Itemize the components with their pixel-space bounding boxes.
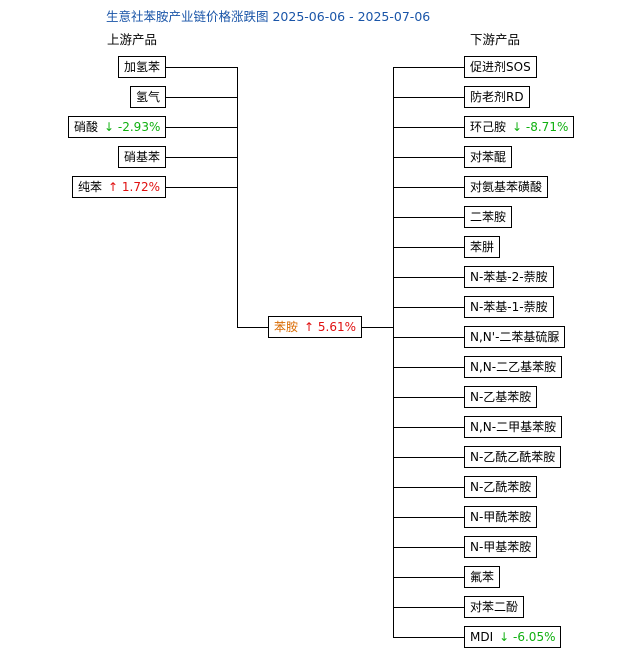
change-percent: -6.05% — [513, 630, 556, 644]
connector-line — [393, 307, 464, 308]
upstream-header: 上游产品 — [107, 32, 158, 47]
downstream-product-box[interactable]: 对苯醌 — [464, 146, 513, 168]
price-up-change: ↑ 1.72% — [108, 180, 160, 194]
connector-line — [393, 577, 464, 578]
arrow-down-icon: ↓ — [512, 120, 523, 134]
connector-line — [393, 67, 464, 68]
connector-line — [393, 457, 464, 458]
downstream-product-box[interactable]: N,N-二乙基苯胺 — [464, 356, 563, 378]
downstream-product-box[interactable]: N-乙酰乙酰苯胺 — [464, 446, 562, 468]
arrow-down-icon: ↓ — [104, 120, 115, 134]
connector-line — [393, 517, 464, 518]
connector-line — [393, 367, 464, 368]
downstream-product-box[interactable]: 促进剂SOS — [464, 56, 537, 78]
downstream-product-box[interactable]: 对氨基苯磺酸 — [464, 176, 549, 198]
arrow-up-icon: ↑ — [108, 180, 119, 194]
connector-line — [393, 337, 464, 338]
upstream-product-box[interactable]: 氢气 — [130, 86, 167, 108]
upstream-product-box[interactable]: 纯苯 ↑ 1.72% — [72, 176, 167, 198]
connector-line — [393, 277, 464, 278]
product-name: MDI — [470, 630, 494, 644]
downstream-product-box[interactable]: N-乙基苯胺 — [464, 386, 538, 408]
connector-line — [393, 247, 464, 248]
downstream-product-box[interactable]: N-甲基苯胺 — [464, 536, 538, 558]
product-name: 对苯二酚 — [470, 600, 519, 614]
upstream-product-box[interactable]: 加氢苯 — [118, 56, 167, 78]
connector-line — [237, 327, 268, 328]
connector-line — [166, 187, 237, 188]
product-name: 二苯胺 — [470, 210, 507, 224]
connector-line — [166, 67, 237, 68]
product-name: 促进剂SOS — [470, 60, 531, 74]
price-down-change: ↓ -8.71% — [512, 120, 568, 134]
connector-line — [393, 157, 464, 158]
product-name: 环己胺 — [470, 120, 507, 134]
connector-line — [393, 187, 464, 188]
connector-line — [362, 327, 393, 328]
downstream-product-box[interactable]: N-乙酰苯胺 — [464, 476, 538, 498]
downstream-product-box[interactable]: 环己胺 ↓ -8.71% — [464, 116, 575, 138]
change-percent: 5.61% — [317, 320, 357, 334]
connector-line — [393, 487, 464, 488]
change-percent: -8.71% — [525, 120, 569, 134]
connector-line — [393, 547, 464, 548]
upstream-product-box[interactable]: 硝酸 ↓ -2.93% — [68, 116, 167, 138]
downstream-header: 下游产品 — [470, 32, 521, 47]
change-percent: 1.72% — [121, 180, 161, 194]
arrow-down-icon: ↓ — [499, 630, 510, 644]
product-name: N-甲酰苯胺 — [470, 510, 532, 524]
product-name: N-乙酰苯胺 — [470, 480, 532, 494]
product-name: 防老剂RD — [470, 90, 524, 104]
downstream-product-box[interactable]: 苯肼 — [464, 236, 501, 258]
product-name: N-苯基-1-萘胺 — [470, 300, 548, 314]
connector-line — [166, 157, 237, 158]
connector-line — [393, 607, 464, 608]
product-name: 纯苯 — [78, 180, 103, 194]
downstream-product-box[interactable]: N-苯基-2-萘胺 — [464, 266, 554, 288]
product-name: N-乙酰乙酰苯胺 — [470, 450, 556, 464]
connector-line — [393, 127, 464, 128]
connector-line — [393, 637, 464, 638]
downstream-product-box[interactable]: MDI ↓ -6.05% — [464, 626, 562, 648]
price-down-change: ↓ -2.93% — [104, 120, 160, 134]
arrow-up-icon: ↑ — [304, 320, 315, 334]
product-name: N,N'-二苯基硫脲 — [470, 330, 560, 344]
product-name: 苯肼 — [470, 240, 495, 254]
product-name: 氟苯 — [470, 570, 495, 584]
center-product-box[interactable]: 苯胺 ↑ 5.61% — [268, 316, 363, 338]
product-name: N-乙基苯胺 — [470, 390, 532, 404]
downstream-product-box[interactable]: 氟苯 — [464, 566, 501, 588]
diagram-title: 生意社苯胺产业链价格涨跌图 2025-06-06 - 2025-07-06 — [106, 9, 431, 24]
downstream-product-box[interactable]: 防老剂RD — [464, 86, 530, 108]
connector-line — [393, 217, 464, 218]
product-name: 氢气 — [136, 90, 161, 104]
product-name: N,N-二甲基苯胺 — [470, 420, 557, 434]
upstream-bus-line — [237, 67, 238, 328]
upstream-product-box[interactable]: 硝基苯 — [118, 146, 167, 168]
connector-line — [393, 397, 464, 398]
downstream-product-box[interactable]: N,N'-二苯基硫脲 — [464, 326, 566, 348]
product-name: 硝酸 — [74, 120, 99, 134]
downstream-product-box[interactable]: N-苯基-1-萘胺 — [464, 296, 554, 318]
downstream-product-box[interactable]: 对苯二酚 — [464, 596, 525, 618]
change-percent: -2.93% — [117, 120, 161, 134]
connector-line — [166, 127, 237, 128]
product-name: 对氨基苯磺酸 — [470, 180, 543, 194]
product-name: 硝基苯 — [124, 150, 161, 164]
product-name: N-苯基-2-萘胺 — [470, 270, 548, 284]
downstream-product-box[interactable]: N,N-二甲基苯胺 — [464, 416, 563, 438]
downstream-product-box[interactable]: N-甲酰苯胺 — [464, 506, 538, 528]
downstream-product-box[interactable]: 二苯胺 — [464, 206, 513, 228]
downstream-bus-line — [393, 67, 394, 638]
product-name: 苯胺 — [274, 320, 299, 334]
product-name: 加氢苯 — [124, 60, 161, 74]
connector-line — [393, 97, 464, 98]
connector-line — [393, 427, 464, 428]
price-up-change: ↑ 5.61% — [304, 320, 356, 334]
connector-line — [166, 97, 237, 98]
product-name: N,N-二乙基苯胺 — [470, 360, 557, 374]
product-name: 对苯醌 — [470, 150, 507, 164]
product-name: N-甲基苯胺 — [470, 540, 532, 554]
price-down-change: ↓ -6.05% — [499, 630, 555, 644]
